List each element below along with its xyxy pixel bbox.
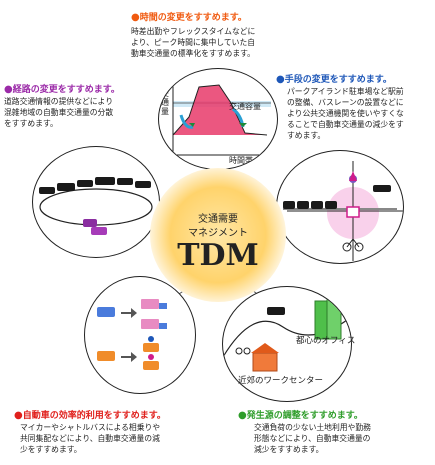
route-heading: ●経路の変更をすすめます。: [4, 82, 120, 95]
bullet-icon: ●: [4, 84, 13, 95]
time-description: 時差出勤やフレックスタイムなどに より、ピーク時間に集中していた自 動車交通量の…: [131, 26, 301, 59]
means-desc-line: の整備、バスレーンの設置などに: [287, 98, 404, 107]
means-heading: ●手段の変更をすすめます。: [276, 72, 392, 85]
bullet-icon: ●: [14, 410, 23, 421]
means-description: パークアイランド駐車場など駅前 の整備、バスレーンの設置などに より公共交通機関…: [287, 86, 435, 141]
time-desc-line: より、ピーク時間に集中していた自: [131, 38, 256, 47]
vehicle-description: マイカーやシャトルバスによる相乗りや 共同集配などにより、自動車交通量の減 少を…: [20, 422, 220, 455]
vehicle-title: 自動車の効率的利用をすすめます。: [22, 411, 166, 421]
bullet-icon: ●: [276, 74, 285, 85]
source-desc-line: 形態などにより、自動車交通量の: [254, 434, 371, 443]
source-illustration: [223, 294, 351, 372]
tdm-center: 交通需要 マネジメント TDM: [150, 168, 286, 302]
means-desc-line: より公共交通機関を使いやすくな: [287, 109, 404, 118]
tdm-logo-text: TDM: [177, 238, 259, 273]
vehicle-desc-line: 共同集配などにより、自動車交通量の減: [20, 434, 160, 443]
source-desc-line: 減少をすすめます。: [254, 445, 324, 454]
route-circle: [32, 146, 160, 258]
source-circle: [222, 286, 352, 402]
peak-chart: [170, 73, 275, 158]
source-desc-line: 交通負荷の少ない土地利用や勤務: [254, 423, 371, 432]
route-title: 経路の変更をすすめます。: [12, 85, 120, 95]
chart-ylabel: 交通量: [161, 89, 169, 116]
bullet-icon: ●: [238, 410, 247, 421]
workcenter-label: 近郊のワークセンター: [238, 376, 324, 386]
time-desc-line: 時差出勤やフレックスタイムなどに: [131, 27, 256, 36]
time-desc-line: 動車交通量の標準化をすすめます。: [131, 49, 255, 58]
means-circle: [276, 150, 404, 264]
route-desc-line: 道路交通情報の提供などにより: [4, 97, 113, 106]
means-desc-line: パークアイランド駐車場など駅前: [287, 87, 404, 96]
means-desc-line: ることで自動車交通量の減少をす: [287, 120, 404, 129]
time-title: 時間の変更をすすめます。: [139, 13, 247, 23]
route-description: 道路交通情報の提供などにより 混雑地域の自動車交通量の分散 をすすめます。: [4, 96, 154, 129]
means-title: 手段の変更をすすめます。: [284, 75, 392, 85]
source-heading: ●発生源の調整をすすめます。: [238, 408, 363, 421]
route-desc-line: 混雑地域の自動車交通量の分散: [4, 108, 114, 117]
vehicle-desc-line: マイカーやシャトルバスによる相乗りや: [20, 423, 161, 432]
time-circle: 交通量 交通容量 時間帯: [158, 68, 278, 170]
office-label: 都心のオフィス: [296, 336, 356, 346]
vehicle-circle: [84, 276, 196, 394]
vehicle-illustration: [97, 299, 167, 370]
means-desc-line: すめます。: [287, 131, 326, 140]
vehicle-heading: ●自動車の効率的利用をすすめます。: [14, 408, 166, 421]
time-heading: ●時間の変更をすすめます。: [131, 10, 247, 23]
means-illustration: [283, 161, 403, 261]
center-line1: 交通需要: [198, 214, 238, 225]
chart-capacity-label: 交通容量: [229, 102, 261, 111]
bullet-icon: ●: [131, 12, 140, 23]
chart-xlabel: 時間帯: [229, 156, 253, 165]
route-desc-line: をすすめます。: [4, 119, 58, 128]
vehicle-desc-line: 少をすすめます。: [20, 445, 82, 454]
center-line2: マネジメント: [188, 228, 248, 239]
source-title: 発生源の調整をすすめます。: [246, 411, 363, 421]
route-illustration: [39, 177, 153, 235]
source-description: 交通負荷の少ない土地利用や勤務 形態などにより、自動車交通量の 減少をすすめます…: [254, 422, 434, 455]
